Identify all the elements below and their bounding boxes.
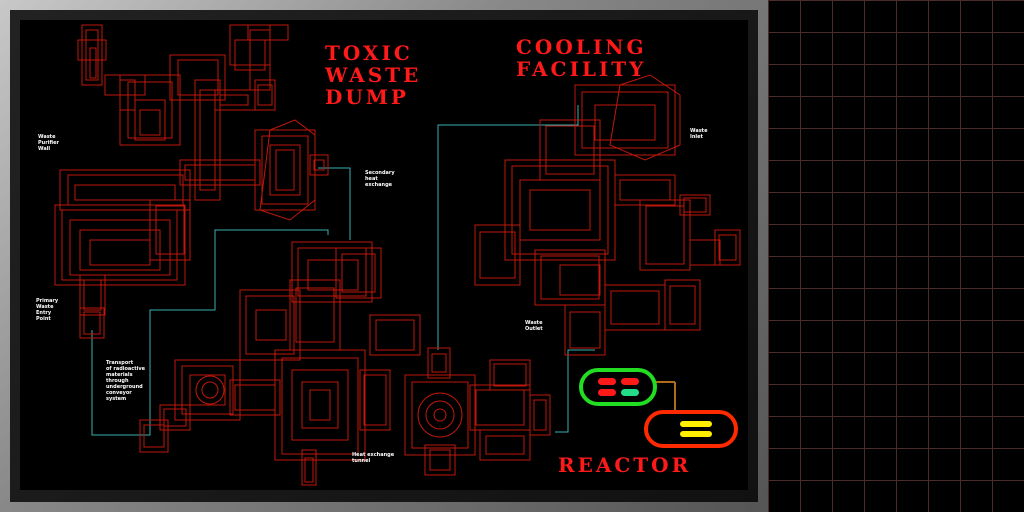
toxic-waste-complex <box>54 24 289 339</box>
reactor-fuel-chamber <box>644 410 738 448</box>
core-cell-1 <box>598 378 616 385</box>
central-complex <box>239 241 421 486</box>
title-line-2: WASTE <box>325 63 422 87</box>
label-primary-waste-entry: Primary Waste Entry Point <box>36 298 59 322</box>
title-line-2: FACILITY <box>516 57 647 81</box>
structures <box>54 24 741 486</box>
conveyor-complex <box>139 359 281 453</box>
label-secondary-heat-exchange: Secondary heat exchange <box>365 170 395 188</box>
pipe-reactor <box>555 349 595 433</box>
pipe-center-cooling <box>437 105 579 350</box>
background-grid <box>768 0 1024 512</box>
fuel-rod-1 <box>680 421 712 427</box>
label-heat-exchange-tunnel: Heat exchange tunnel <box>352 452 395 464</box>
pipe-secondary <box>318 167 351 240</box>
label-waste-outlet: Waste Outlet <box>525 320 543 332</box>
core-cell-4 <box>621 389 639 396</box>
map-drawing <box>54 24 741 486</box>
title-line-1: TOXIC <box>325 41 413 65</box>
title-reactor: REACTOR <box>558 453 692 477</box>
pipe-left-upper <box>91 229 329 436</box>
title-line-1: COOLING <box>516 35 647 59</box>
title-toxic-waste-dump: TOXIC WASTE DUMP <box>325 42 421 108</box>
core-cell-3 <box>598 389 616 396</box>
reactor-core <box>579 368 657 406</box>
core-cell-2 <box>621 378 639 385</box>
reactor[interactable] <box>579 368 738 448</box>
heat-exchange-complex <box>404 347 551 476</box>
facility-map[interactable]: TOXIC WASTE DUMP COOLING FACILITY REACTO… <box>20 20 748 490</box>
cooling-complex <box>474 74 741 356</box>
fuel-rod-2 <box>680 431 712 437</box>
label-transport-conveyor: Transport of radioactive materials throu… <box>106 360 146 402</box>
pipe-network <box>91 105 595 436</box>
purifier-barrel <box>254 119 329 221</box>
title-cooling-facility: COOLING FACILITY <box>516 36 647 80</box>
label-waste-inlet: Waste Inlet <box>690 128 708 140</box>
title-line-3: DUMP <box>325 85 409 109</box>
label-waste-purifier-wall: Waste Purifier Wall <box>38 134 59 152</box>
